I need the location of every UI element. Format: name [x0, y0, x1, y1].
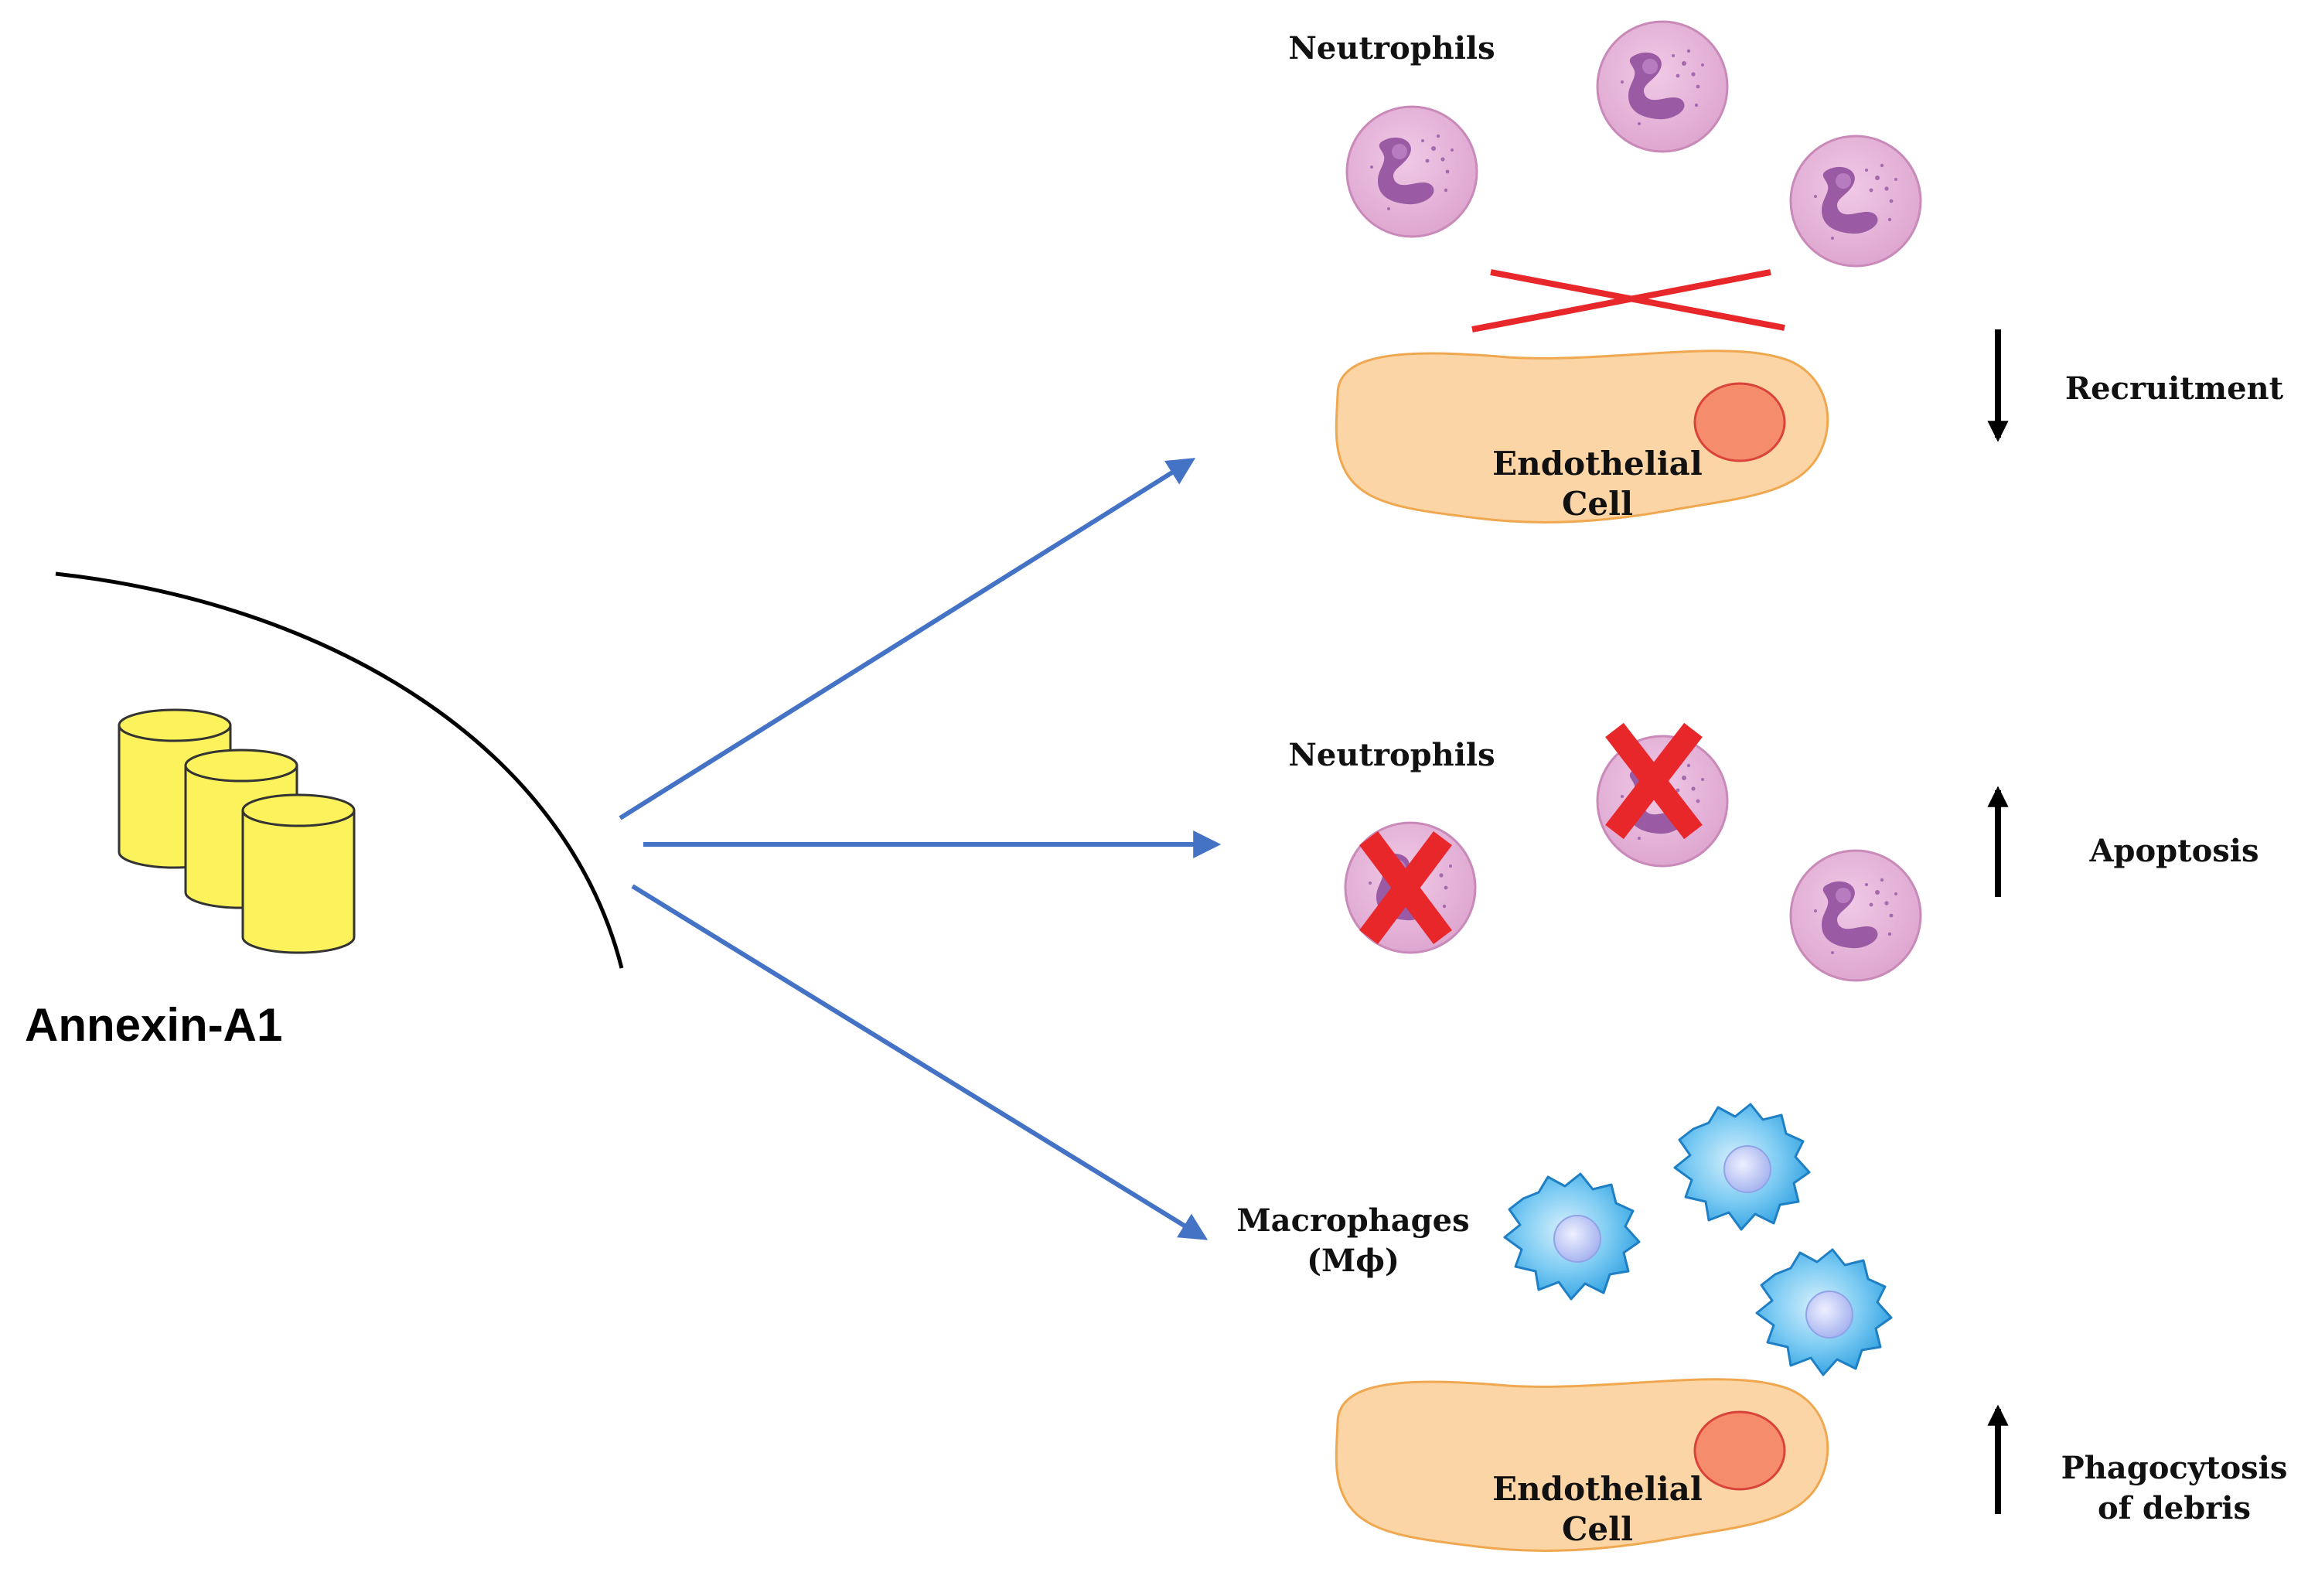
- endothelial-label-bottom-line1: Endothelial: [1492, 1470, 1703, 1508]
- endothelial-label-bottom-line2: Cell: [1562, 1510, 1633, 1548]
- endothelial-label-top-line1: Endothelial: [1492, 445, 1703, 483]
- macrophage-cell: [1755, 1248, 1893, 1376]
- neutrophils-label-middle: Neutrophils: [1288, 737, 1495, 773]
- annexin-a1-molecules: [118, 708, 356, 954]
- phagocytosis-label-line2: of debris: [2098, 1490, 2251, 1526]
- neutrophil-cell: [1345, 105, 1478, 238]
- macrophages-label-line1: Macrophages: [1236, 1202, 1469, 1239]
- arrow-to-phagocytosis: [631, 884, 1209, 1240]
- endothelial-label-top-line2: Cell: [1562, 485, 1633, 523]
- apoptosis-x-icon: [1359, 831, 1452, 944]
- neutrophil-cell: [1596, 20, 1729, 153]
- cell-membrane-arc: [55, 571, 624, 969]
- neutrophils-label-top: Neutrophils: [1288, 30, 1495, 66]
- neutrophil-cell: [1789, 849, 1922, 982]
- apoptosis-panel: Neutrophils Apoptosis: [1288, 722, 2259, 982]
- phagocytosis-label-line1: Phagocytosis: [2061, 1450, 2288, 1486]
- arrow-to-recruitment: [619, 458, 1196, 820]
- neutrophil-cell: [1789, 135, 1922, 268]
- apoptosis-x-icon: [1605, 722, 1703, 840]
- apoptosis-label: Apoptosis: [2088, 833, 2259, 869]
- phagocytosis-panel: Macrophages (Mϕ) Endothelial Cell Phagoc…: [1236, 1103, 2288, 1552]
- macrophages-label-line2: (Mϕ): [1307, 1243, 1399, 1279]
- macrophage-cell: [1673, 1103, 1811, 1231]
- blocked-cross: [1471, 269, 1785, 332]
- recruitment-label: Recruitment: [2065, 370, 2284, 407]
- annexin-a1-label: Annexin-A1: [25, 999, 282, 1051]
- recruitment-panel: Neutrophils Endothelial Cell Recruitment: [1288, 20, 2284, 523]
- pathway-arrows: [619, 458, 1222, 1240]
- macrophage-cell: [1503, 1172, 1641, 1301]
